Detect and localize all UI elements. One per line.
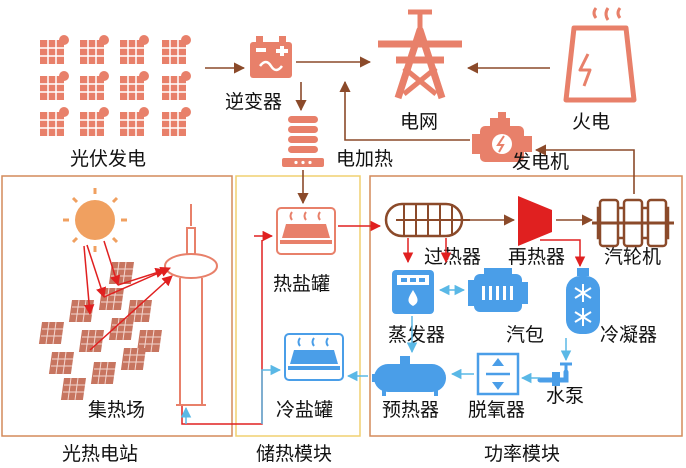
reheater-label: 再热器 (508, 246, 565, 268)
grid-label: 电网 (400, 111, 438, 133)
condenser-icon (566, 268, 600, 334)
power-grid-tower-icon (378, 9, 462, 100)
inverter-label: 逆变器 (225, 91, 282, 113)
evaporator-label: 蒸发器 (388, 324, 445, 346)
inverter-icon (250, 36, 292, 78)
blue-flow-arrows (180, 284, 572, 424)
csp-station-caption: 光热电站 (62, 443, 138, 465)
sun-rays (83, 240, 173, 351)
preheater-label: 预热器 (382, 399, 439, 421)
power-module-caption: 功率模块 (484, 443, 560, 465)
brown-flow-arrows (205, 56, 635, 226)
heliostat-field-icon (38, 261, 163, 401)
preheater-icon (372, 356, 446, 396)
pv-label: 光伏发电 (70, 148, 146, 170)
turbine-icon (592, 198, 674, 248)
storage-module-caption: 储热模块 (256, 443, 332, 465)
superheater-icon (384, 202, 470, 238)
thermal-label: 火电 (572, 111, 610, 133)
steam-drum-icon (468, 268, 528, 312)
csp-station-frame (1, 175, 233, 437)
electric-heater-icon (282, 116, 324, 167)
evaporator-icon (392, 270, 434, 314)
sun-icon (63, 188, 127, 252)
power-module-frame (369, 175, 683, 437)
thermal-power-plant-icon (563, 7, 637, 103)
cold-salt-tank-icon (284, 333, 344, 381)
drum-label: 汽包 (506, 324, 544, 346)
hot-salt-tank-icon (276, 207, 336, 255)
hot-tank-label: 热盐罐 (273, 273, 330, 295)
deaerator-icon (476, 352, 520, 396)
storage-module-frame (235, 175, 361, 437)
field-label: 集热场 (88, 399, 145, 421)
deaerator-label: 脱氧器 (468, 399, 525, 421)
solar-tower-icon (164, 204, 218, 406)
turbine-label: 汽轮机 (604, 246, 661, 268)
generator-icon (472, 112, 532, 162)
pump-label: 水泵 (546, 385, 584, 407)
superheater-label: 过热器 (424, 246, 481, 268)
reheater-icon (518, 196, 552, 246)
solar-panel-array-icon (39, 34, 192, 137)
cold-tank-label: 冷盐罐 (276, 399, 333, 421)
generator-label: 发电机 (512, 151, 569, 173)
condenser-label: 冷凝器 (600, 324, 657, 346)
heater-label: 电加热 (336, 148, 393, 170)
water-pump-icon (537, 362, 572, 386)
